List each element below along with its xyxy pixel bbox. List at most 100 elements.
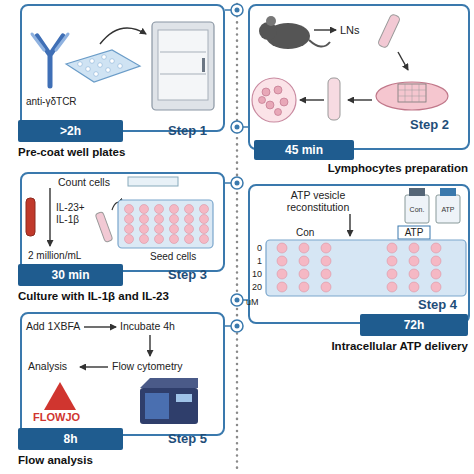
cytometer-top	[140, 378, 198, 388]
label: Count cells	[58, 176, 110, 188]
time-text: 8h	[63, 432, 77, 446]
label: Con	[296, 227, 314, 239]
well	[431, 269, 441, 279]
process-arrow	[49, 188, 50, 246]
vial	[436, 195, 460, 223]
label: FLOWJO	[33, 411, 80, 424]
label: 1	[250, 256, 262, 266]
vials	[405, 188, 460, 223]
well	[387, 269, 397, 279]
incubator-shelf	[160, 74, 206, 75]
well	[106, 68, 111, 73]
process-arrow	[314, 29, 336, 30]
well	[155, 215, 164, 224]
process-arrow	[349, 214, 350, 236]
well	[140, 235, 149, 244]
well	[277, 243, 287, 253]
label: IL-23+ IL-1β	[56, 202, 98, 225]
culture-plate	[118, 200, 213, 248]
label: 20	[250, 282, 262, 292]
step-panel: Step 4Intracellular ATP delivery72h	[248, 184, 470, 324]
mouse-tail	[309, 40, 330, 47]
time-tag: 30 min	[18, 264, 123, 286]
incubator-door	[158, 30, 208, 100]
well	[299, 243, 309, 253]
well	[140, 215, 149, 224]
well	[277, 269, 287, 279]
label: uM	[246, 297, 259, 307]
plate-wells	[277, 243, 441, 292]
label: 2 million/mL	[28, 250, 81, 262]
well	[140, 225, 149, 234]
time-text: >2h	[60, 124, 81, 138]
timeline-marker	[231, 4, 243, 16]
marker-dot	[235, 298, 240, 303]
well	[170, 235, 179, 244]
strainer-mesh	[398, 84, 426, 102]
well	[86, 67, 91, 72]
mouse-ear	[266, 16, 276, 26]
counting-slide	[128, 177, 178, 186]
flowjo-logo	[44, 382, 76, 410]
well	[185, 235, 194, 244]
well	[321, 256, 331, 266]
petri-dish	[376, 82, 448, 110]
timeline-marker	[231, 320, 243, 332]
well	[409, 256, 419, 266]
step-panel: Step 1Pre-coat well plates>2h	[20, 4, 225, 132]
well	[118, 64, 123, 69]
time-text: 72h	[404, 318, 425, 332]
dish	[376, 82, 448, 110]
mouse-icon	[259, 16, 330, 49]
well	[321, 243, 331, 253]
label: ATP	[436, 206, 460, 214]
well	[125, 215, 134, 224]
well	[431, 243, 441, 253]
cell-view	[252, 78, 296, 122]
well	[140, 205, 149, 214]
timeline-marker	[231, 177, 243, 189]
well	[155, 205, 164, 214]
cell-circle	[252, 78, 296, 122]
well	[185, 225, 194, 234]
well	[185, 205, 194, 214]
well	[110, 59, 115, 64]
cell	[266, 101, 274, 109]
cell	[280, 98, 288, 106]
well	[387, 256, 397, 266]
step-caption: Flow analysis	[18, 454, 248, 467]
well	[277, 256, 287, 266]
well	[321, 282, 331, 292]
well	[125, 225, 134, 234]
process-arrow	[149, 335, 150, 356]
cells	[259, 86, 289, 116]
well	[200, 215, 209, 224]
well	[200, 235, 209, 244]
cell	[275, 109, 282, 116]
well	[299, 256, 309, 266]
well	[321, 269, 331, 279]
step-label: Step 4	[418, 298, 457, 313]
step-caption: Lymphocytes preparation	[230, 162, 468, 175]
step-caption: Pre-coat well plates	[18, 146, 248, 159]
well	[155, 235, 164, 244]
treatment-plate	[266, 240, 466, 296]
tube-icon	[377, 13, 400, 48]
cell	[262, 88, 270, 96]
incubator-body	[152, 22, 214, 110]
cytometer-window	[176, 394, 192, 402]
cell-strainer	[398, 84, 426, 102]
time-tag: 45 min	[254, 140, 354, 160]
marker-dot	[235, 324, 240, 329]
marker-dots	[235, 8, 240, 329]
label: Add 1XBFA	[26, 320, 80, 332]
vial-cap	[409, 188, 425, 196]
process-arrow	[100, 28, 146, 44]
tube-icon	[26, 198, 35, 236]
plate-body	[118, 200, 213, 248]
incubator-shelf	[160, 52, 206, 53]
well	[170, 215, 179, 224]
well	[98, 63, 103, 68]
